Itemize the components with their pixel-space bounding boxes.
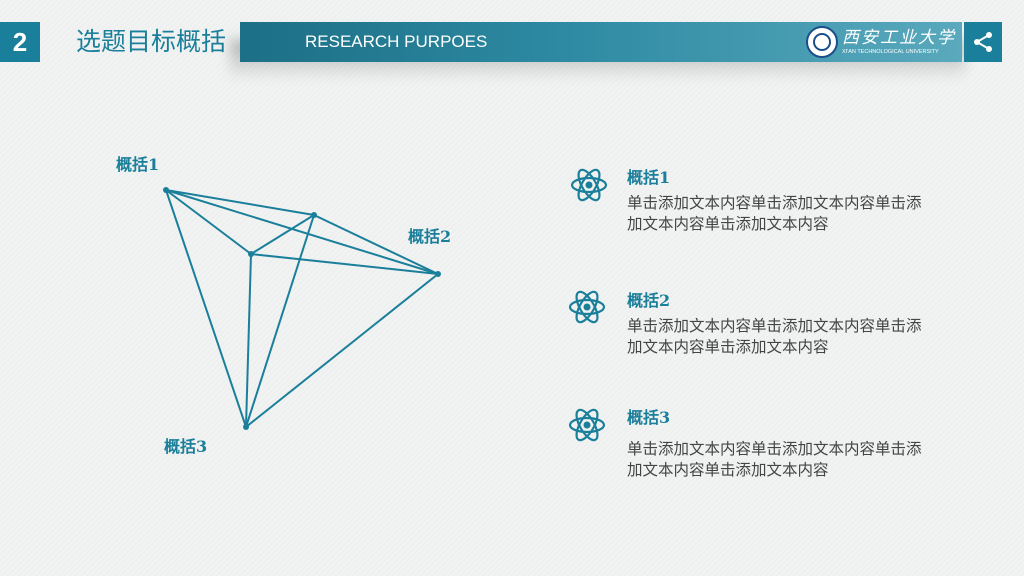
- item-title-2: 概括2: [627, 291, 671, 310]
- diagram-node: [163, 187, 169, 193]
- university-seal-icon: [806, 26, 838, 58]
- diagram-edge: [165, 189, 247, 428]
- atom-icon: [570, 168, 608, 202]
- item-desc-2: 单击添加文本内容单击添加文本内容单击添加文本内容单击添加文本内容: [627, 317, 922, 356]
- diagram-node: [311, 212, 317, 218]
- diagram-edge: [165, 189, 439, 275]
- diagram-node: [243, 424, 249, 430]
- diagram-label-1: 概括1: [116, 155, 160, 174]
- diagram-edge: [313, 214, 439, 275]
- item-title-1: 概括1: [627, 168, 671, 187]
- header-subtitle: RESEARCH PURPOES: [305, 32, 488, 51]
- diagram-edge: [245, 214, 315, 428]
- share-button[interactable]: [964, 22, 1002, 62]
- diagram-label-2: 概括2: [408, 227, 452, 246]
- diagram-node: [435, 271, 441, 277]
- slide-number-badge: 2: [0, 22, 40, 62]
- item-desc-1: 单击添加文本内容单击添加文本内容单击添加文本内容单击添加文本内容: [627, 194, 922, 233]
- item-desc-3: 单击添加文本内容单击添加文本内容单击添加文本内容单击添加文本内容: [627, 440, 922, 479]
- header-bar: [240, 22, 962, 62]
- diagram-edge: [165, 189, 252, 255]
- logo-name-cn: 西安工业大学: [842, 28, 956, 48]
- diagram-label-3: 概括3: [164, 437, 208, 456]
- atom-icon: [568, 290, 606, 324]
- diagram-edge: [250, 214, 315, 255]
- diagram-edge: [245, 253, 252, 428]
- share-icon: [974, 32, 992, 52]
- page-title: 选题目标概括: [76, 27, 227, 56]
- diagram-node: [248, 251, 254, 257]
- logo-name-en: XI'AN TECHNOLOGICAL UNIVERSITY: [842, 49, 939, 55]
- item-title-3: 概括3: [627, 408, 671, 427]
- university-logo: 西安工业大学 XI'AN TECHNOLOGICAL UNIVERSITY: [806, 22, 958, 62]
- diagram-edge: [165, 189, 315, 216]
- diagram-edge: [250, 253, 439, 275]
- atom-icon: [568, 408, 606, 442]
- diagram-edge: [245, 273, 439, 428]
